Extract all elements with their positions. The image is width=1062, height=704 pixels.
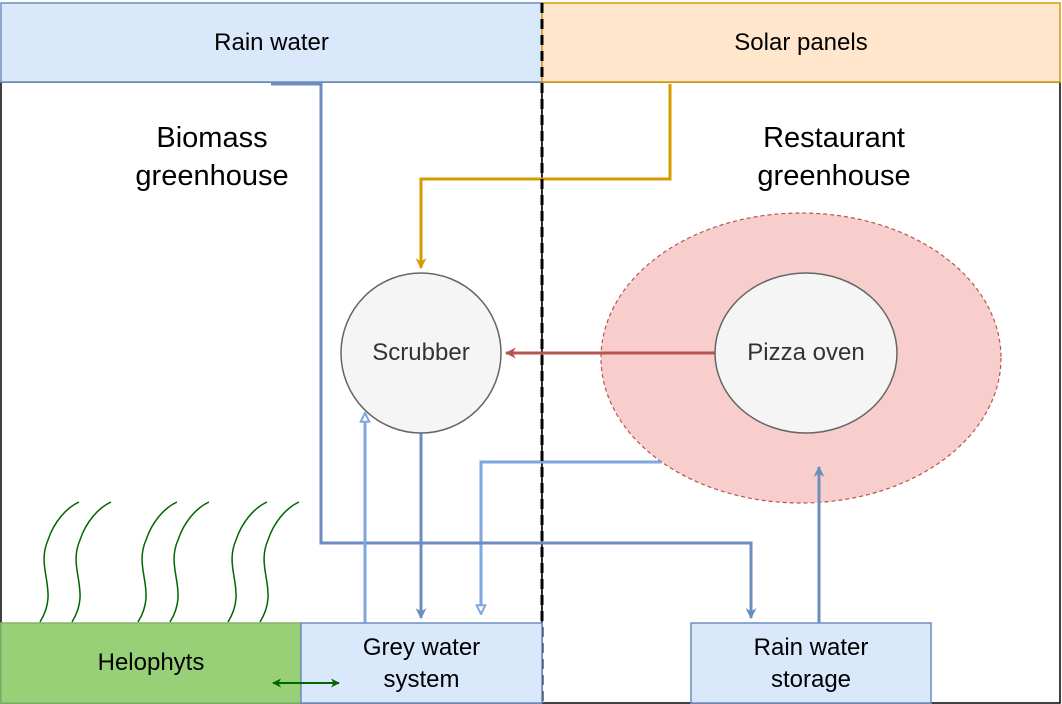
plant-stem xyxy=(71,501,112,623)
helophyts-box xyxy=(0,622,302,704)
rain-water-bar xyxy=(0,2,543,83)
helophyte-plants-icon xyxy=(39,501,300,623)
rain-water-storage-box xyxy=(690,622,932,704)
rain-to-storage-arrow xyxy=(271,82,757,620)
solar-panels-bar xyxy=(541,2,1061,83)
solar-to-scrubber-arrow xyxy=(415,84,672,270)
plant-stem xyxy=(227,501,268,623)
plant-stem xyxy=(169,501,210,623)
plant-stem xyxy=(259,501,300,623)
scrubber-node xyxy=(340,272,502,434)
plant-stem xyxy=(137,501,178,623)
oven-to-greywater-arrow xyxy=(481,460,662,614)
grey-water-system-box xyxy=(300,622,543,704)
pizza-oven-node xyxy=(714,272,898,434)
plant-stem xyxy=(39,501,80,623)
